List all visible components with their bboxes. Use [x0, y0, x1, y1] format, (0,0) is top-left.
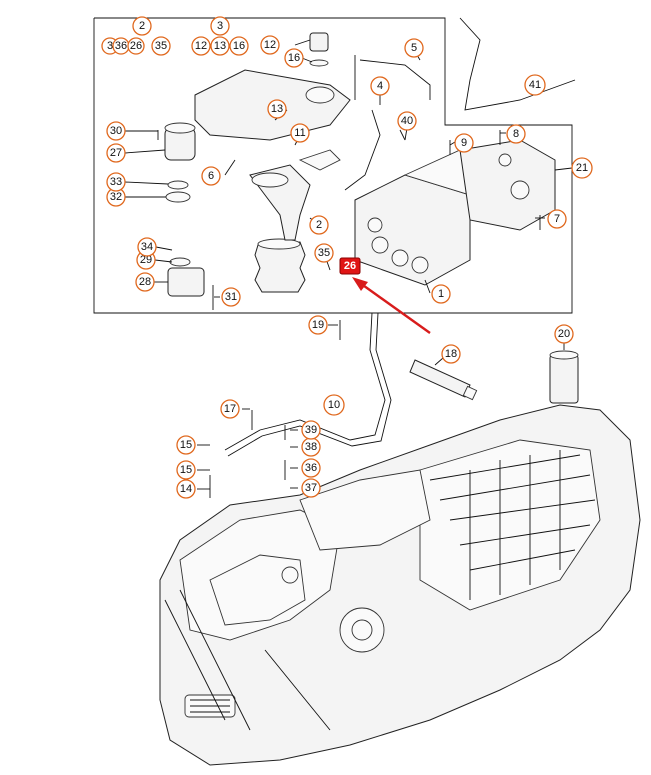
svg-text:35: 35 [155, 40, 167, 52]
svg-text:26: 26 [344, 260, 356, 272]
callout-36[interactable]: 36 [301, 458, 321, 478]
svg-text:39: 39 [305, 424, 317, 436]
svg-text:27: 27 [110, 147, 122, 159]
callout-39[interactable]: 39 [301, 420, 321, 440]
svg-text:20: 20 [558, 328, 570, 340]
callout-11[interactable]: 11 [290, 123, 310, 143]
callout-2[interactable]: 2 [309, 215, 329, 235]
svg-text:1: 1 [438, 288, 444, 300]
svg-text:21: 21 [576, 162, 588, 174]
highlighted-callout-26[interactable]: 26 [339, 257, 361, 275]
svg-text:33: 33 [110, 176, 122, 188]
callout-38[interactable]: 38 [301, 437, 321, 457]
svg-text:2: 2 [139, 20, 145, 32]
svg-text:4: 4 [377, 80, 383, 92]
grease-tube [409, 359, 478, 401]
gearbox-housing [159, 404, 641, 766]
svg-text:5: 5 [411, 42, 417, 54]
svg-text:12: 12 [264, 39, 276, 51]
svg-text:38: 38 [305, 441, 317, 453]
assembly-frame [93, 17, 573, 314]
svg-text:16: 16 [233, 40, 245, 52]
hydraulic-lines [224, 17, 576, 457]
svg-text:7: 7 [554, 213, 560, 225]
callout-3-top[interactable]: 3 [210, 16, 230, 36]
callout-31[interactable]: 31 [221, 287, 241, 307]
svg-text:3: 3 [107, 40, 113, 52]
svg-text:36: 36 [305, 462, 317, 474]
callout-28[interactable]: 28 [135, 272, 155, 292]
callout-14[interactable]: 14 [176, 479, 196, 499]
svg-text:36: 36 [115, 40, 127, 52]
svg-text:10: 10 [328, 399, 340, 411]
svg-text:16: 16 [288, 52, 300, 64]
callout-13[interactable]: 13 [267, 99, 287, 119]
leader-lines [124, 39, 573, 490]
fluid-can [549, 350, 579, 404]
svg-text:28: 28 [139, 276, 151, 288]
svg-text:41: 41 [529, 79, 541, 91]
svg-text:13: 13 [271, 103, 283, 115]
hydraulic-control-unit [354, 139, 556, 286]
callout-4[interactable]: 4 [370, 76, 390, 96]
callout-40[interactable]: 40 [397, 111, 417, 131]
svg-text:32: 32 [110, 191, 122, 203]
callout-6[interactable]: 6 [201, 166, 221, 186]
callout-2-top[interactable]: 2 [132, 16, 152, 36]
rubber-boot [254, 238, 306, 293]
shift-bracket [249, 149, 341, 241]
callout-3-36-26-35-group[interactable]: 3 36 26 35 [101, 36, 171, 56]
svg-text:17: 17 [224, 403, 236, 415]
callout-1[interactable]: 1 [431, 284, 451, 304]
callout-35[interactable]: 35 [314, 243, 334, 263]
svg-text:31: 31 [225, 291, 237, 303]
svg-text:30: 30 [110, 125, 122, 137]
svg-text:14: 14 [180, 483, 192, 495]
svg-text:34: 34 [141, 241, 153, 253]
svg-text:6: 6 [208, 170, 214, 182]
callout-33[interactable]: 33 [106, 172, 126, 192]
callout-30[interactable]: 30 [106, 121, 126, 141]
callout-37[interactable]: 37 [301, 478, 321, 498]
callout-12-13-16-group[interactable]: 12 13 16 [191, 36, 249, 56]
reservoir-cap [309, 32, 329, 67]
svg-text:40: 40 [401, 115, 413, 127]
callout-20[interactable]: 20 [554, 324, 574, 344]
left-actuator-parts [157, 122, 214, 310]
svg-text:18: 18 [445, 348, 457, 360]
highlight-arrow [352, 277, 431, 334]
svg-text:15: 15 [180, 439, 192, 451]
svg-text:35: 35 [318, 247, 330, 259]
callout-9[interactable]: 9 [454, 133, 474, 153]
svg-text:11: 11 [294, 127, 305, 139]
callout-34[interactable]: 34 [137, 237, 157, 257]
callout-10[interactable]: 10 [323, 394, 345, 416]
callout-7[interactable]: 7 [547, 209, 567, 229]
svg-text:26: 26 [130, 40, 142, 52]
fasteners [209, 130, 541, 498]
callout-19[interactable]: 19 [308, 315, 328, 335]
svg-text:9: 9 [461, 137, 467, 149]
callout-16[interactable]: 16 [284, 48, 304, 68]
svg-text:8: 8 [513, 128, 519, 140]
svg-text:3: 3 [217, 20, 223, 32]
callout-17[interactable]: 17 [220, 399, 240, 419]
svg-text:13: 13 [214, 40, 226, 52]
callout-12[interactable]: 12 [260, 35, 280, 55]
callout-8[interactable]: 8 [506, 124, 526, 144]
callout-18[interactable]: 18 [441, 344, 461, 364]
callout-21[interactable]: 21 [571, 157, 593, 179]
svg-text:37: 37 [305, 482, 317, 494]
svg-text:19: 19 [312, 319, 324, 331]
svg-text:29: 29 [140, 254, 152, 266]
callout-27[interactable]: 27 [106, 143, 126, 163]
callout-41[interactable]: 41 [524, 74, 546, 96]
callout-15-upper[interactable]: 15 [176, 435, 196, 455]
callout-5[interactable]: 5 [404, 38, 424, 58]
svg-text:15: 15 [180, 464, 192, 476]
callout-15-lower[interactable]: 15 [176, 460, 196, 480]
svg-text:2: 2 [316, 219, 322, 231]
svg-text:12: 12 [195, 40, 207, 52]
